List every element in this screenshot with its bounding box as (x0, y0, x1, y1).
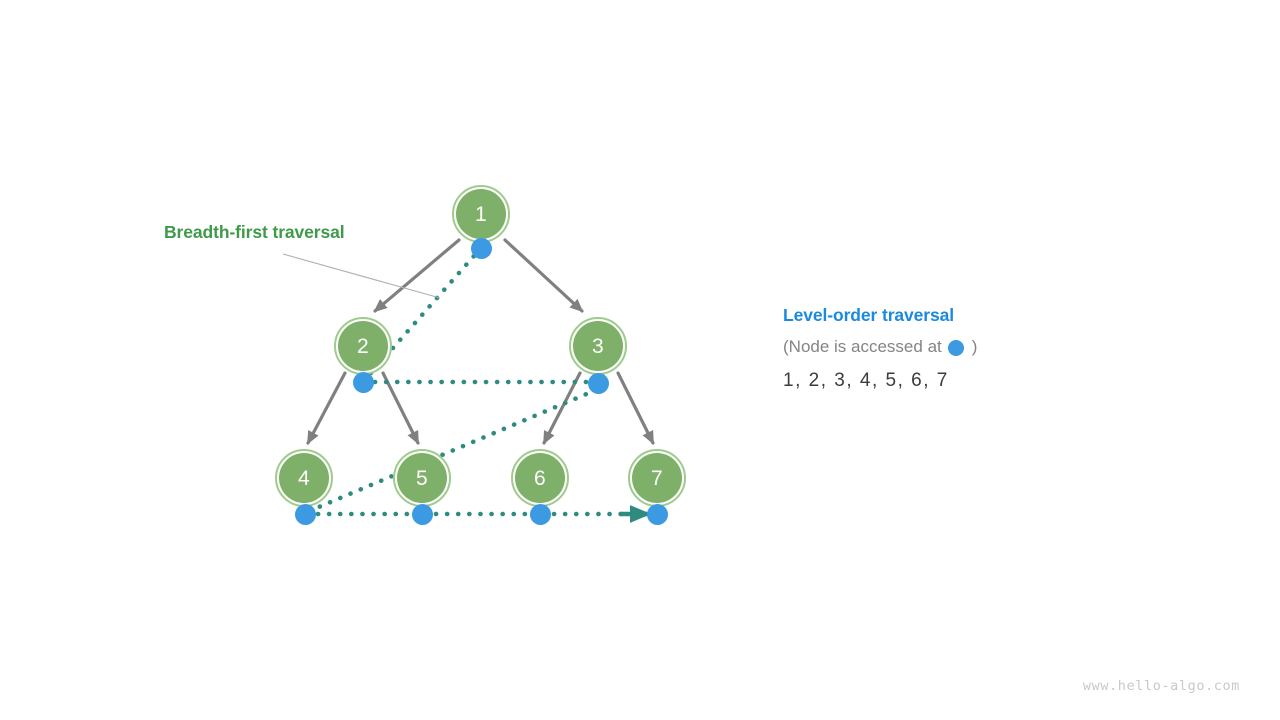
edge-2-4 (306, 371, 347, 445)
tree-node-2-disc: 2 (338, 321, 388, 371)
tree-node-1[interactable]: 1 (452, 185, 510, 243)
tree-node-7[interactable]: 7 (628, 449, 686, 507)
tree-node-4-value: 4 (298, 466, 310, 490)
traversal-path (304, 245, 643, 517)
access-dot-node-5 (411, 503, 433, 525)
tree-node-3[interactable]: 3 (569, 317, 627, 375)
traversal-1-2 (360, 245, 484, 385)
traversal-3-4 (304, 387, 599, 515)
breadth-first-traversal-label: Breadth-first traversal (164, 222, 345, 242)
tree-node-7-value: 7 (651, 466, 663, 490)
tree-node-3-disc: 3 (573, 321, 623, 371)
tree-node-4-disc: 4 (279, 453, 329, 503)
edge-1-2 (373, 238, 461, 313)
legend-subtitle-prefix: (Node is accessed at (783, 337, 942, 356)
access-dot-node-4 (294, 503, 316, 525)
tree-node-2-value: 2 (357, 334, 369, 358)
legend-title: Level-order traversal (783, 305, 955, 325)
access-dot-node-2 (352, 371, 374, 393)
tree-node-4[interactable]: 4 (275, 449, 333, 507)
edge-2-5 (381, 371, 420, 445)
tree-node-7-disc: 7 (632, 453, 682, 503)
tree-node-5-value: 5 (416, 466, 428, 490)
tree-node-3-value: 3 (592, 334, 604, 358)
tree-node-6-disc: 6 (515, 453, 565, 503)
legend-panel: Level-order traversal (Node is accessed … (783, 305, 1203, 392)
tree-node-1-value: 1 (475, 202, 487, 226)
legend-subtitle: (Node is accessed at ) (783, 337, 1203, 357)
access-dot-node-7 (646, 503, 668, 525)
access-dot-node-1 (470, 237, 492, 259)
access-dot-node-3 (587, 372, 609, 394)
legend-subtitle-suffix: ) (971, 337, 978, 356)
tree-node-2[interactable]: 2 (334, 317, 392, 375)
tree-node-1-disc: 1 (456, 189, 506, 239)
edge-1-3 (503, 238, 584, 313)
edge-3-7 (616, 371, 655, 445)
tree-node-5[interactable]: 5 (393, 449, 451, 507)
tree-node-5-disc: 5 (397, 453, 447, 503)
site-watermark: www.hello-algo.com (1082, 678, 1240, 694)
label-leader-line (282, 253, 441, 299)
edge-3-6 (542, 371, 582, 445)
traversal-sequence: 1, 2, 3, 4, 5, 6, 7 (783, 370, 949, 391)
tree-node-6-value: 6 (534, 466, 546, 490)
tree-edges (306, 238, 655, 445)
access-dot-node-6 (529, 503, 551, 525)
tree-node-6[interactable]: 6 (511, 449, 569, 507)
access-dot-icon (947, 340, 964, 356)
